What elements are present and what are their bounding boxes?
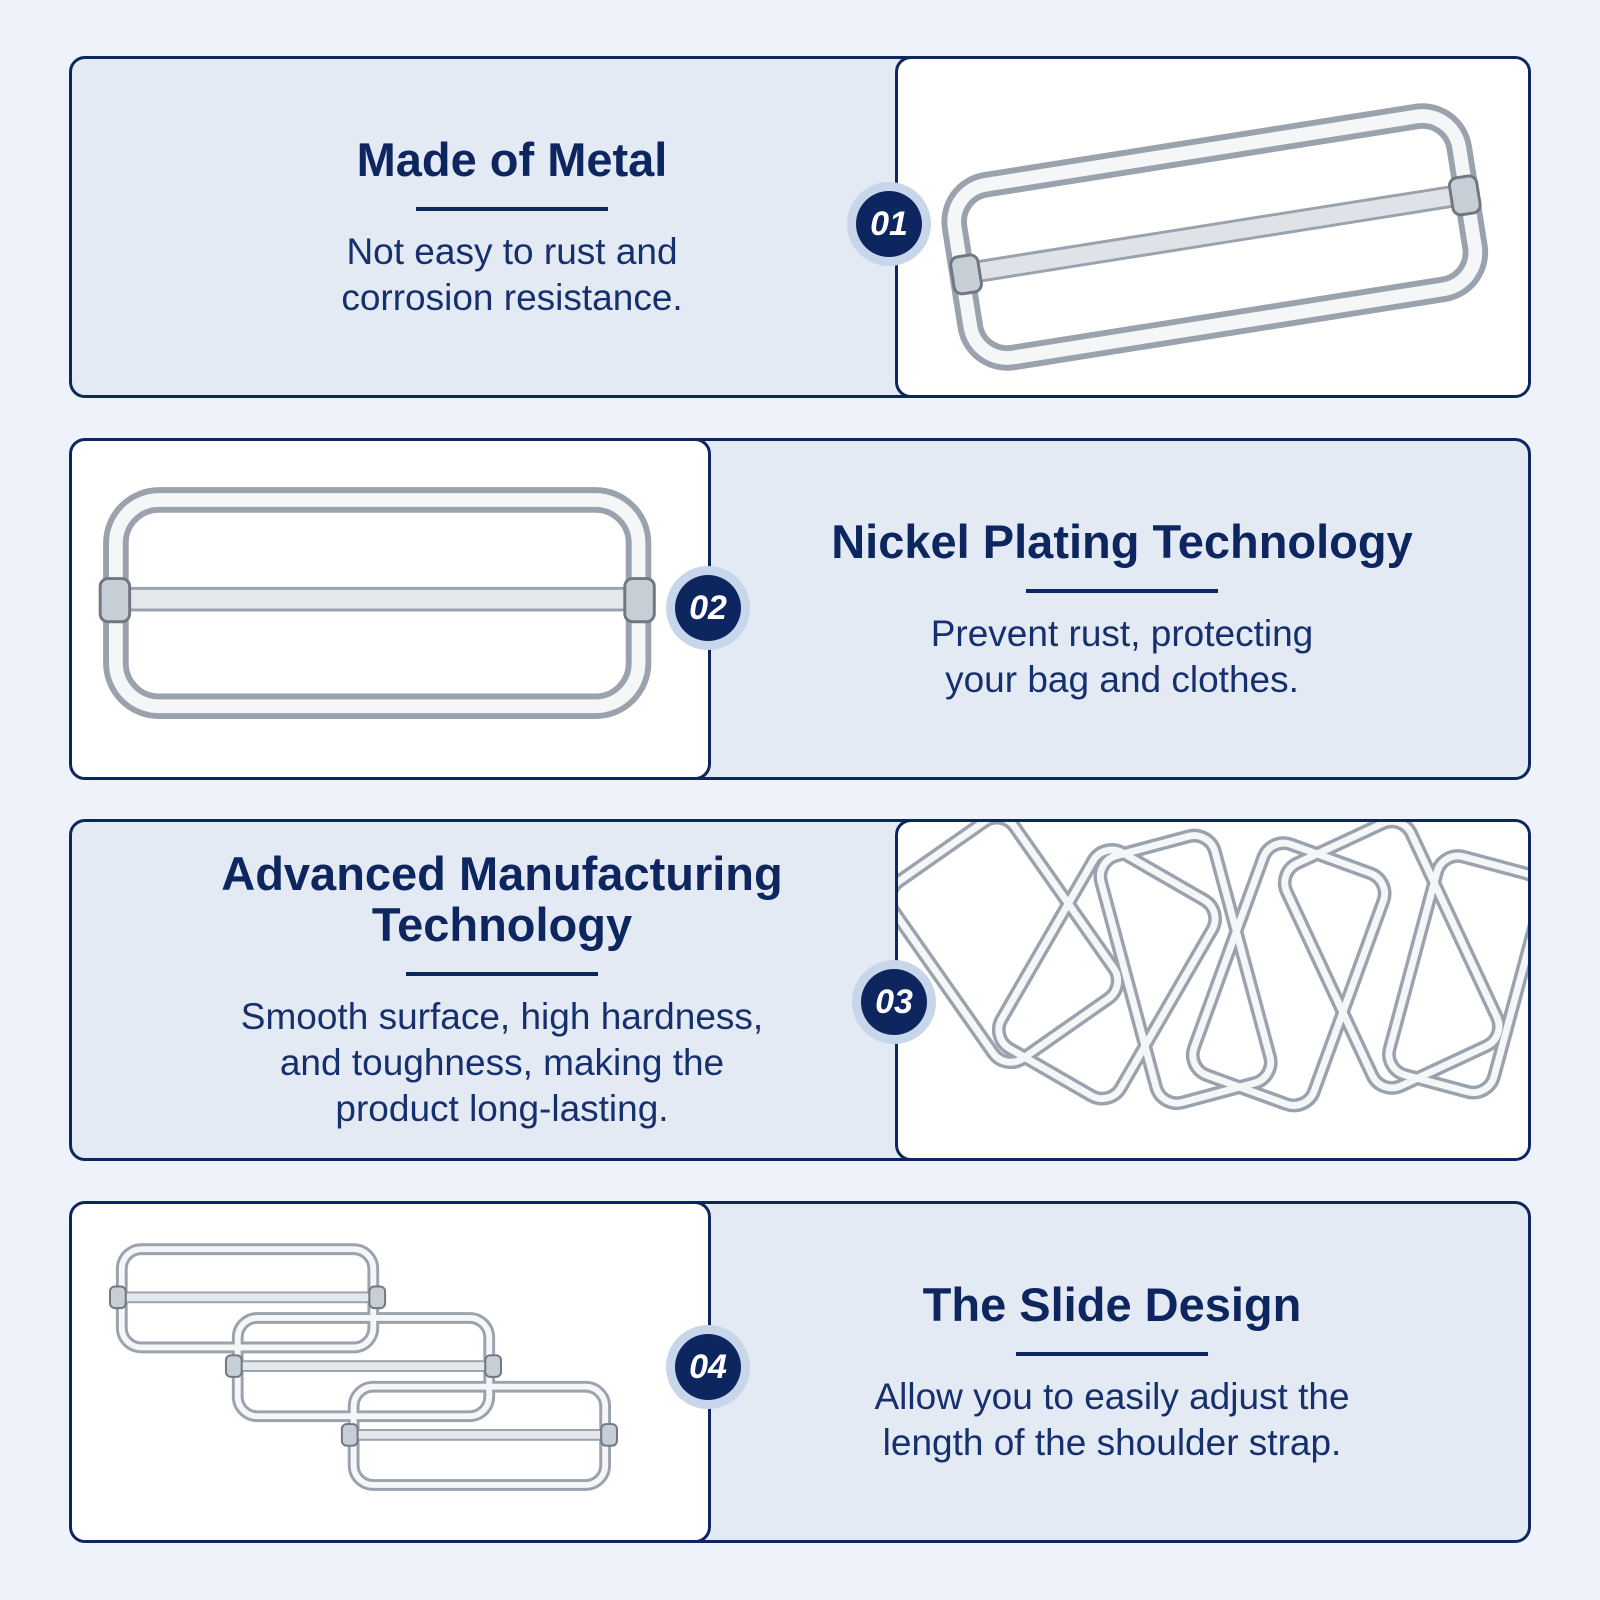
description-line: your bag and clothes. [945,658,1299,700]
feature-number: 02 [675,575,741,641]
feature-description: Allow you to easily adjust the length of… [874,1374,1349,1466]
feature-number: 01 [856,191,922,257]
buckle-pile-illustration [898,822,1528,1113]
feature-number-badge: 03 [852,960,936,1044]
description-line: Smooth surface, high hardness, [240,996,764,1037]
feature-card-metal: Made of Metal Not easy to rust and corro… [69,56,1531,398]
title-underline [1026,588,1218,593]
feature-description: Not easy to rust and corrosion resistanc… [341,229,682,321]
feature-text-slide-design: The Slide Design Allow you to easily adj… [712,1204,1512,1540]
feature-title: Made of Metal [356,132,668,186]
feature-number-badge: 02 [666,566,750,650]
description-line: Prevent rust, protecting [930,612,1314,654]
feature-text-manufacturing: Advanced Manufacturing Technology Smooth… [72,822,932,1158]
title-line: Advanced Manufacturing [221,847,783,900]
description-line: and toughness, making the [279,1042,725,1083]
feature-number: 04 [675,1334,741,1400]
feature-number: 03 [861,969,927,1035]
product-photo-three-buckles [72,1204,711,1540]
feature-title: The Slide Design [922,1277,1302,1331]
description-line: length of the shoulder strap. [882,1421,1342,1463]
feature-description: Smooth surface, high hardness, and tough… [241,994,763,1132]
product-photo-front-buckle [72,441,711,777]
description-line: Not easy to rust and [346,230,678,272]
product-photo-buckle-pile [895,822,1528,1158]
title-underline [1016,1351,1208,1356]
feature-card-slide-design: The Slide Design Allow you to easily adj… [69,1201,1531,1543]
description-line: product long-lasting. [335,1088,669,1129]
feature-description: Prevent rust, protecting your bag and cl… [931,611,1314,703]
title-underline [416,206,608,211]
title-underline [406,972,598,976]
title-line: Technology [371,898,633,951]
feature-title: Advanced Manufacturing Technology [221,848,782,950]
feature-card-nickel: Nickel Plating Technology Prevent rust, … [69,438,1531,780]
slide-buckle-illustration [98,487,656,720]
product-photo-single-buckle [895,59,1528,395]
description-line: Allow you to easily adjust the [874,1375,1350,1417]
feature-title: Nickel Plating Technology [831,514,1413,568]
three-buckles-illustration [109,1243,618,1491]
description-line: corrosion resistance. [341,276,683,318]
feature-number-badge: 04 [666,1325,750,1409]
feature-text-nickel: Nickel Plating Technology Prevent rust, … [712,441,1528,777]
slide-buckle-illustration [941,103,1489,371]
feature-text-metal: Made of Metal Not easy to rust and corro… [72,59,952,395]
feature-card-manufacturing: Advanced Manufacturing Technology Smooth… [69,819,1531,1161]
feature-number-badge: 01 [847,182,931,266]
